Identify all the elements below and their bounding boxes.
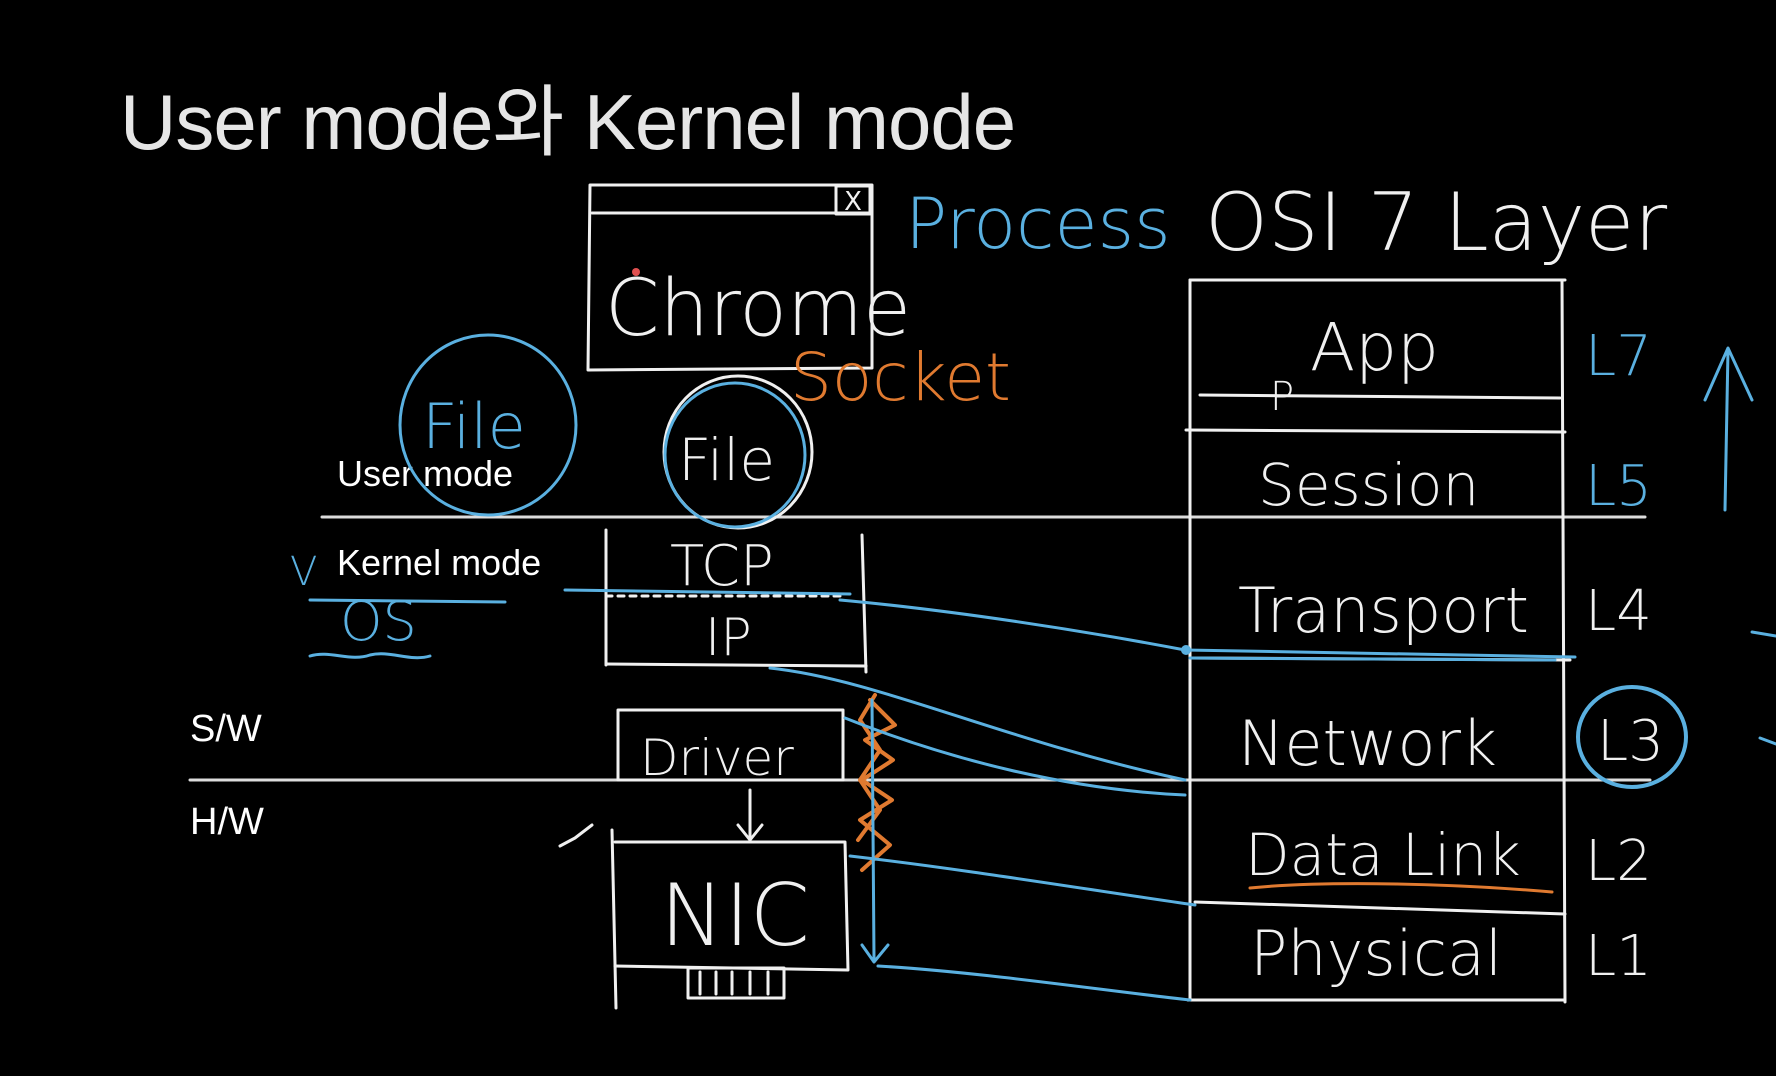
p-marker: P [1270, 374, 1294, 420]
chrome-label: Chrome [605, 264, 911, 354]
osi-layer-network: Network [1238, 707, 1497, 780]
tcp-ip-box [604, 528, 868, 674]
cursor-dot [632, 268, 640, 276]
os-underline [308, 598, 507, 660]
osi-level-l2: L2 [1585, 829, 1652, 894]
kernel-mode-label: Kernel mode [337, 542, 542, 583]
file-socket-label: File [678, 426, 775, 494]
page-title: User mode와 Kernel mode [120, 78, 1016, 166]
osi-level-l4: L4 [1585, 579, 1652, 644]
chrome-window [586, 183, 874, 372]
l3-highlight-circle [1576, 685, 1688, 789]
up-arrow [1703, 346, 1754, 512]
file-user-label: File [422, 390, 526, 463]
osi-level-l3: L3 [1597, 709, 1664, 774]
hardware-label: H/W [190, 801, 264, 843]
driver-box [616, 708, 845, 782]
tcp-label: TCP [670, 534, 774, 599]
mapping-lines [768, 598, 1577, 1002]
osi-layer-physical: Physical [1250, 917, 1502, 990]
ip-label: IP [705, 608, 752, 668]
osi-layer-data-link: Data Link [1245, 821, 1521, 889]
process-label: Process [905, 183, 1171, 265]
orange-scribble [856, 693, 897, 872]
data-link-underline [1248, 882, 1554, 894]
software-label: S/W [190, 708, 262, 750]
close-x-glyph: X [844, 187, 862, 217]
file-circle-user [398, 333, 578, 517]
driver-to-nic-arrow [736, 788, 764, 842]
osi-layer-app: App [1310, 309, 1439, 386]
nic-label: NIC [660, 866, 810, 966]
osi-level-l7: L7 [1585, 324, 1652, 389]
osi-title: OSI 7 Layer [1205, 176, 1667, 269]
osi-layer-session: Session [1258, 451, 1479, 519]
osi-level-l5: L5 [1585, 454, 1652, 519]
osi-level-l1: L1 [1585, 924, 1652, 989]
osi-layer-transport: Transport [1238, 574, 1529, 647]
driver-label: Driver [640, 729, 794, 787]
nic-box [610, 828, 850, 1010]
check-mark-v: V [290, 549, 317, 595]
socket-label: Socket [790, 339, 1011, 416]
